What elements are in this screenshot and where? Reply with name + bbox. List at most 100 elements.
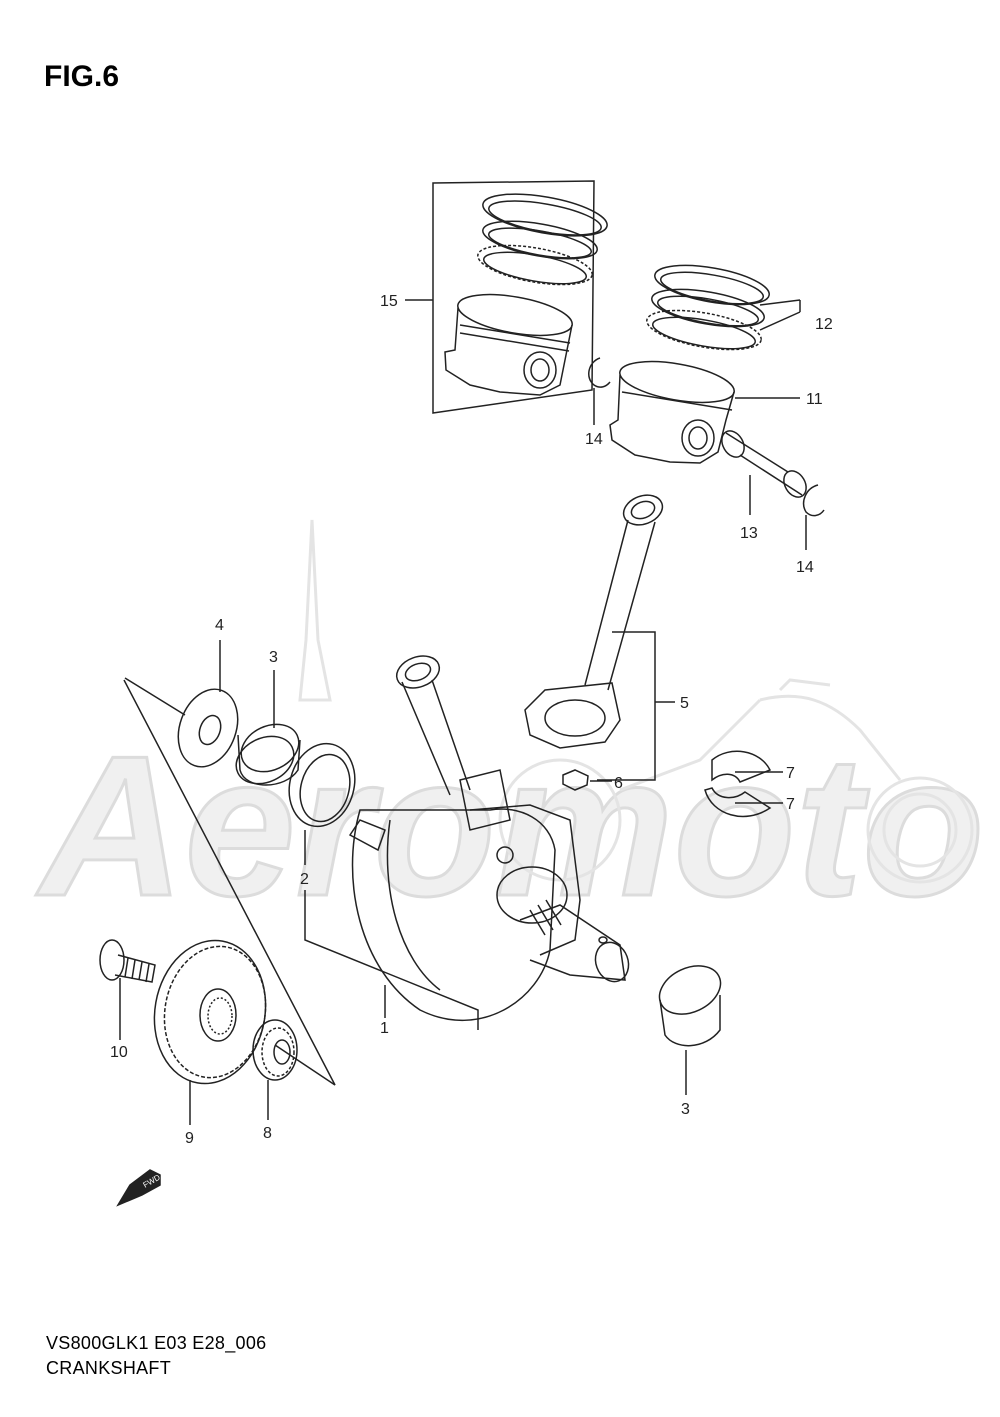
piston-pin-13 [721, 430, 807, 498]
pin-edge-bottom [739, 454, 803, 496]
main-bearing-3-left [235, 723, 301, 786]
piston-pin-hole [530, 358, 550, 382]
callout-6: 6 [614, 775, 623, 792]
callout-7b: 7 [786, 796, 795, 813]
washer-4 [177, 688, 239, 768]
piston-groove-1 [459, 324, 571, 344]
piston-11 [609, 360, 735, 464]
rod-big-end [524, 682, 621, 749]
callout-10: 10 [110, 1044, 128, 1061]
crank-web-left [351, 808, 556, 1021]
callout-8: 8 [263, 1125, 272, 1142]
piston-ring-top [482, 193, 608, 237]
piston-11-body [609, 374, 735, 464]
callout-5: 5 [680, 695, 689, 712]
leader-5-bracket [597, 631, 656, 781]
crank-right-boss [496, 866, 568, 924]
washer-4-outer [177, 688, 239, 768]
thrust-washer-outer [288, 742, 356, 828]
callout-9: 9 [185, 1130, 194, 1147]
section-name: CRANKSHAFT [46, 1358, 172, 1378]
crank-key [598, 936, 608, 944]
piston-ring-oil [477, 244, 593, 286]
bolt-10 [99, 939, 156, 983]
piston-body [444, 307, 573, 396]
rod-small-end-bore [630, 500, 656, 520]
callout-4: 4 [215, 617, 224, 634]
callout-12: 12 [815, 316, 833, 333]
gear-9-hub [199, 988, 237, 1042]
callout-14b: 14 [796, 559, 814, 576]
model-code: VS800GLK1 E03 E28_006 [46, 1333, 267, 1353]
piston-rings-set [477, 193, 608, 286]
fwd-arrow-icon [116, 1169, 161, 1207]
crankshaft-1 [348, 655, 630, 1021]
rod-small-end [622, 494, 664, 526]
figure-title: FIG.6 [44, 60, 120, 93]
callout-3a: 3 [269, 649, 278, 666]
washer-4-inner [198, 714, 222, 746]
gear-9 [153, 939, 267, 1085]
callout-7a: 7 [786, 765, 795, 782]
rod-nut-6 [562, 769, 589, 791]
watermark-spire [298, 519, 332, 702]
ring-12-b-inner [656, 295, 760, 327]
fwd-arrow-shape [116, 1169, 161, 1207]
bolt-10-shank [114, 954, 156, 983]
callout-13: 13 [740, 525, 758, 542]
bearing-3-left-outer [240, 723, 300, 773]
crank-web-right [469, 804, 581, 956]
callout-1: 1 [380, 1020, 389, 1037]
piston-in-set [444, 293, 573, 396]
piston-ring-second [482, 220, 598, 260]
watermark-text: Aeromotо [35, 715, 984, 938]
ring-12-b [651, 288, 765, 328]
gear-9-spline [207, 997, 233, 1035]
rod-big-end-bore [544, 699, 606, 737]
gear-8-teeth [261, 1027, 295, 1077]
rod-bearings-7 [704, 750, 772, 818]
crank-right-shaft [519, 904, 626, 981]
ring-12-a [654, 264, 770, 306]
gear-8 [252, 1019, 298, 1081]
piston-ring-second-inner [487, 227, 593, 259]
piston-ring-top-inner [488, 200, 602, 236]
gear-8-bore [273, 1039, 291, 1065]
piston-rings-12 [646, 264, 770, 351]
callout-14a: 14 [585, 431, 603, 448]
left-rod-small-end-bore [404, 662, 432, 682]
bearing-3-left-outer-2 [235, 735, 295, 785]
piston-11-pin-hole [688, 426, 708, 450]
bolt-10-head [99, 939, 125, 981]
bolt-10-thread [124, 957, 150, 983]
assembly-guide-triangle [123, 677, 336, 1086]
piston-ring-oil-inner [482, 251, 588, 285]
ring-12-a-inner [659, 271, 765, 305]
piston-set-frame [432, 180, 595, 414]
ring-12-c-inner [651, 316, 757, 350]
crank-web-left-edge [386, 819, 441, 991]
circlip-14-b [802, 484, 825, 517]
leader-12 [759, 299, 801, 331]
callout-15: 15 [380, 293, 398, 310]
leader-lines [119, 299, 807, 1125]
crank-pin-block [459, 769, 511, 831]
callout-2: 2 [300, 871, 309, 888]
bearing-3-right-body [659, 995, 721, 1047]
left-rod-small-end [395, 655, 441, 689]
gear-9-outer [153, 939, 267, 1085]
piston-pin-boss [523, 351, 557, 389]
ring-12-c [646, 309, 762, 351]
thrust-washer-2 [288, 742, 356, 828]
main-bearing-3-right [658, 965, 722, 1047]
gear-9-teeth [163, 945, 267, 1079]
crank-left-spline [348, 819, 386, 852]
callout-3b: 3 [681, 1101, 690, 1118]
watermark-wheel-front [498, 758, 622, 882]
crank-oil-hole [496, 846, 514, 864]
piston-11-boss [681, 419, 715, 457]
pin-edge-top [725, 432, 789, 473]
bearing-3-right-outer [658, 965, 722, 1015]
piston-groove-2 [459, 332, 570, 352]
